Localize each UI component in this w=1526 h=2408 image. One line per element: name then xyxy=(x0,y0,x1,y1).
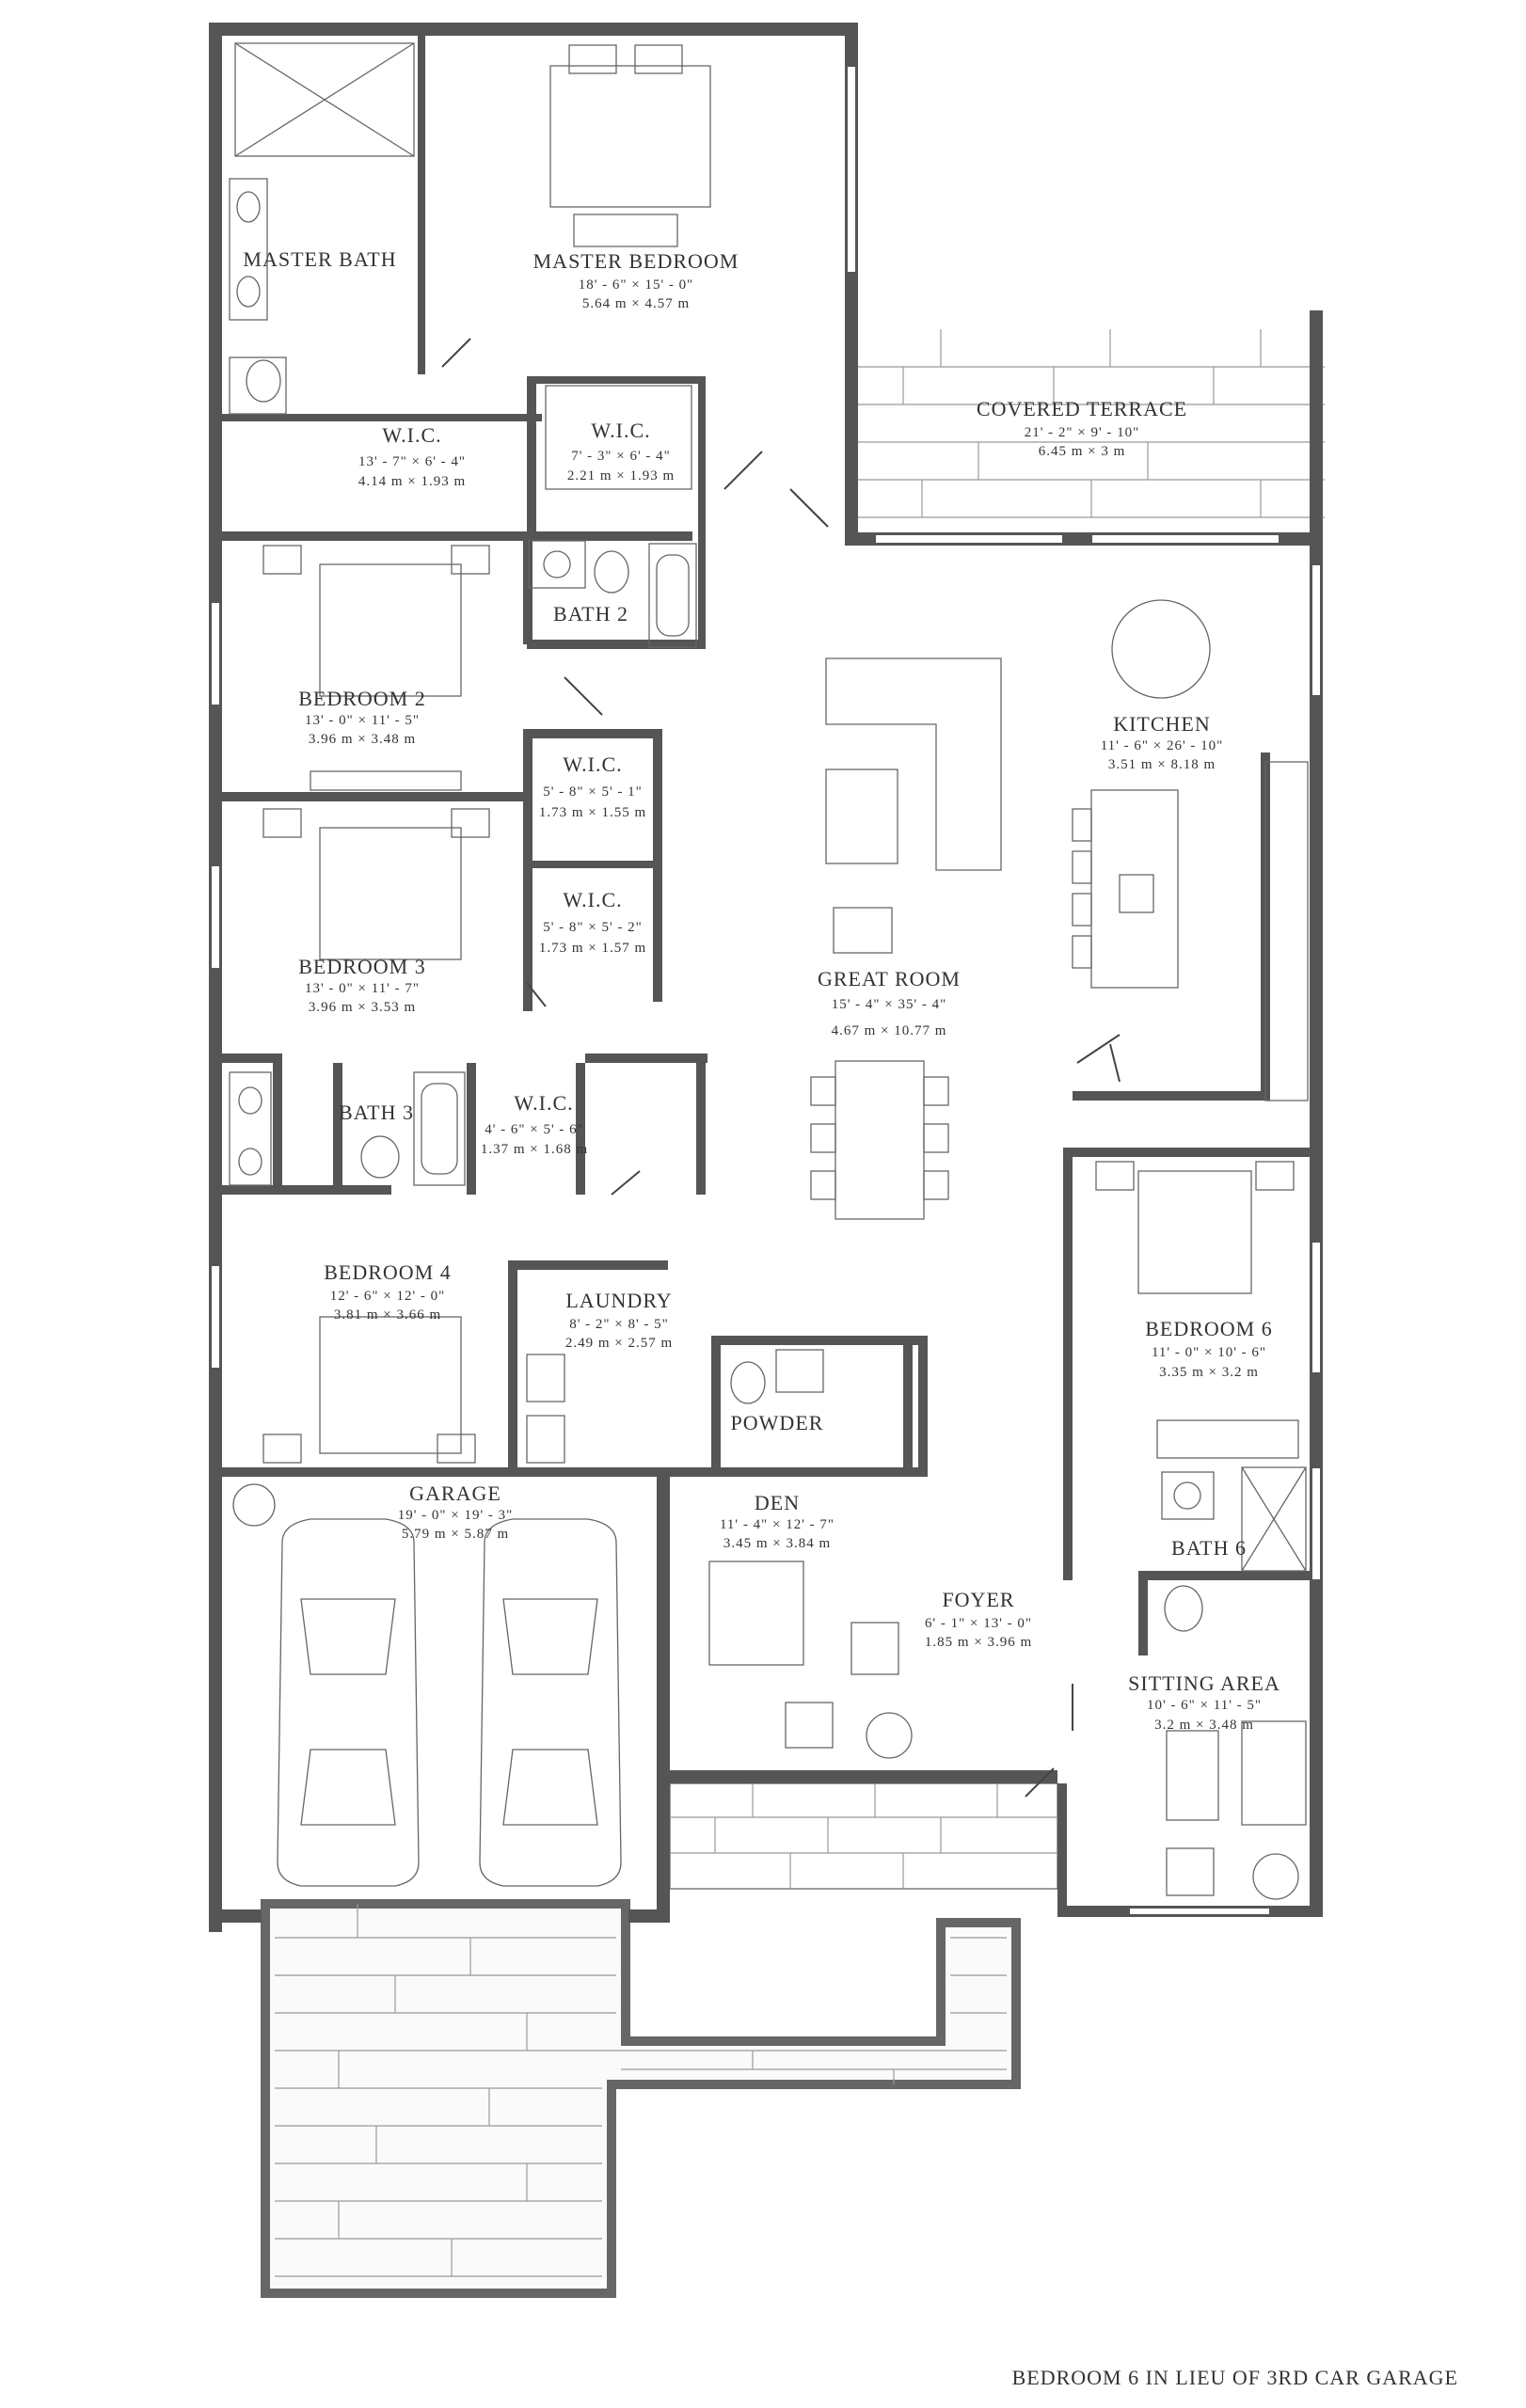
garage-dim-ft: 19' - 0" × 19' - 3" xyxy=(398,1508,514,1523)
wic-master-2-name: W.I.C. xyxy=(591,419,650,442)
sitting-area-name: SITTING AREA xyxy=(1128,1671,1280,1695)
bedroom-6-dim-m: 3.35 m × 3.2 m xyxy=(1159,1365,1259,1380)
laundry-dim-ft: 8' - 2" × 8' - 5" xyxy=(569,1317,669,1332)
bedroom-6-name: BEDROOM 6 xyxy=(1145,1317,1273,1340)
bedroom-3-dim-m: 3.96 m × 3.53 m xyxy=(309,1000,416,1015)
laundry-name: LAUNDRY xyxy=(565,1289,672,1312)
wic-master-2-dim-m: 2.21 m × 1.93 m xyxy=(567,468,675,483)
covered-terrace-dim-m: 6.45 m × 3 m xyxy=(1039,444,1126,459)
door-swings xyxy=(441,338,1121,1798)
wic-master-1-dim-m: 4.14 m × 1.93 m xyxy=(358,474,466,489)
wic-bed2-dim-ft: 5' - 8" × 5' - 1" xyxy=(543,784,643,800)
bedroom-4-name: BEDROOM 4 xyxy=(324,1260,452,1284)
den-dim-ft: 11' - 4" × 12' - 7" xyxy=(720,1517,835,1532)
wic-bed4-name: W.I.C. xyxy=(514,1091,573,1115)
wic-master-2-dim-ft: 7' - 3" × 6' - 4" xyxy=(571,449,671,464)
master-bedroom-dim-ft: 18' - 6" × 15' - 0" xyxy=(579,277,694,293)
foyer-name: FOYER xyxy=(942,1588,1014,1611)
foyer-dim-m: 1.85 m × 3.96 m xyxy=(925,1635,1032,1650)
room-labels: MASTER BATH MASTER BEDROOM 18' - 6" × 15… xyxy=(243,247,1280,1733)
plan-note: BEDROOM 6 IN LIEU OF 3RD CAR GARAGE xyxy=(1012,2366,1458,2389)
bath-3-name: BATH 3 xyxy=(339,1101,414,1124)
den-name: DEN xyxy=(755,1491,800,1514)
bedroom-3-dim-ft: 13' - 0" × 11' - 7" xyxy=(305,981,420,996)
wic-bed3-name: W.I.C. xyxy=(563,888,622,911)
master-bedroom-name: MASTER BEDROOM xyxy=(533,249,739,273)
bedroom-4-dim-ft: 12' - 6" × 12' - 0" xyxy=(330,1289,446,1304)
bedroom-3-name: BEDROOM 3 xyxy=(298,955,426,978)
garage-dim-m: 5.79 m × 5.87 m xyxy=(402,1527,509,1542)
wic-master-1-name: W.I.C. xyxy=(382,423,441,447)
fixtures xyxy=(229,42,1309,1900)
wic-bed3-dim-ft: 5' - 8" × 5' - 2" xyxy=(543,920,643,935)
wic-bed2-name: W.I.C. xyxy=(563,752,622,776)
kitchen-name: KITCHEN xyxy=(1113,712,1211,736)
covered-terrace-dim-ft: 21' - 2" × 9' - 10" xyxy=(1025,425,1140,440)
interior-walls xyxy=(222,36,1310,1656)
exterior-walls xyxy=(209,23,1323,1932)
bedroom-4-dim-m: 3.81 m × 3.66 m xyxy=(334,1307,441,1323)
wic-master-1-dim-ft: 13' - 7" × 6' - 4" xyxy=(358,454,466,469)
wic-bed3-dim-m: 1.73 m × 1.57 m xyxy=(539,941,646,956)
paving xyxy=(261,329,1325,2298)
sitting-area-dim-ft: 10' - 6" × 11' - 5" xyxy=(1147,1698,1262,1713)
great-room-dim-ft: 15' - 4" × 35' - 4" xyxy=(832,997,947,1012)
bath-2-name: BATH 2 xyxy=(553,602,628,626)
foyer-dim-ft: 6' - 1" × 13' - 0" xyxy=(925,1616,1032,1631)
great-room-name: GREAT ROOM xyxy=(818,967,961,990)
wic-bed4-dim-m: 1.37 m × 1.68 m xyxy=(481,1142,588,1157)
wic-bed2-dim-m: 1.73 m × 1.55 m xyxy=(539,805,646,820)
master-bath-name: MASTER BATH xyxy=(243,247,396,271)
bedroom-2-dim-m: 3.96 m × 3.48 m xyxy=(309,732,416,747)
covered-terrace-name: COVERED TERRACE xyxy=(977,397,1187,420)
great-room-dim-m: 4.67 m × 10.77 m xyxy=(832,1023,947,1038)
kitchen-dim-m: 3.51 m × 8.18 m xyxy=(1108,757,1216,772)
laundry-dim-m: 2.49 m × 2.57 m xyxy=(565,1336,673,1351)
bedroom-2-dim-ft: 13' - 0" × 11' - 5" xyxy=(305,713,420,728)
den-dim-m: 3.45 m × 3.84 m xyxy=(723,1536,831,1551)
sitting-area-dim-m: 3.2 m × 3.48 m xyxy=(1154,1718,1254,1733)
kitchen-dim-ft: 11' - 6" × 26' - 10" xyxy=(1101,738,1224,753)
bedroom-2-name: BEDROOM 2 xyxy=(298,687,426,710)
garage-name: GARAGE xyxy=(409,1481,501,1505)
master-bedroom-dim-m: 5.64 m × 4.57 m xyxy=(582,296,690,311)
bath-6-name: BATH 6 xyxy=(1171,1536,1247,1560)
bedroom-6-dim-ft: 11' - 0" × 10' - 6" xyxy=(1152,1345,1266,1360)
powder-name: POWDER xyxy=(731,1411,824,1434)
wic-bed4-dim-ft: 4' - 6" × 5' - 6" xyxy=(485,1122,584,1137)
